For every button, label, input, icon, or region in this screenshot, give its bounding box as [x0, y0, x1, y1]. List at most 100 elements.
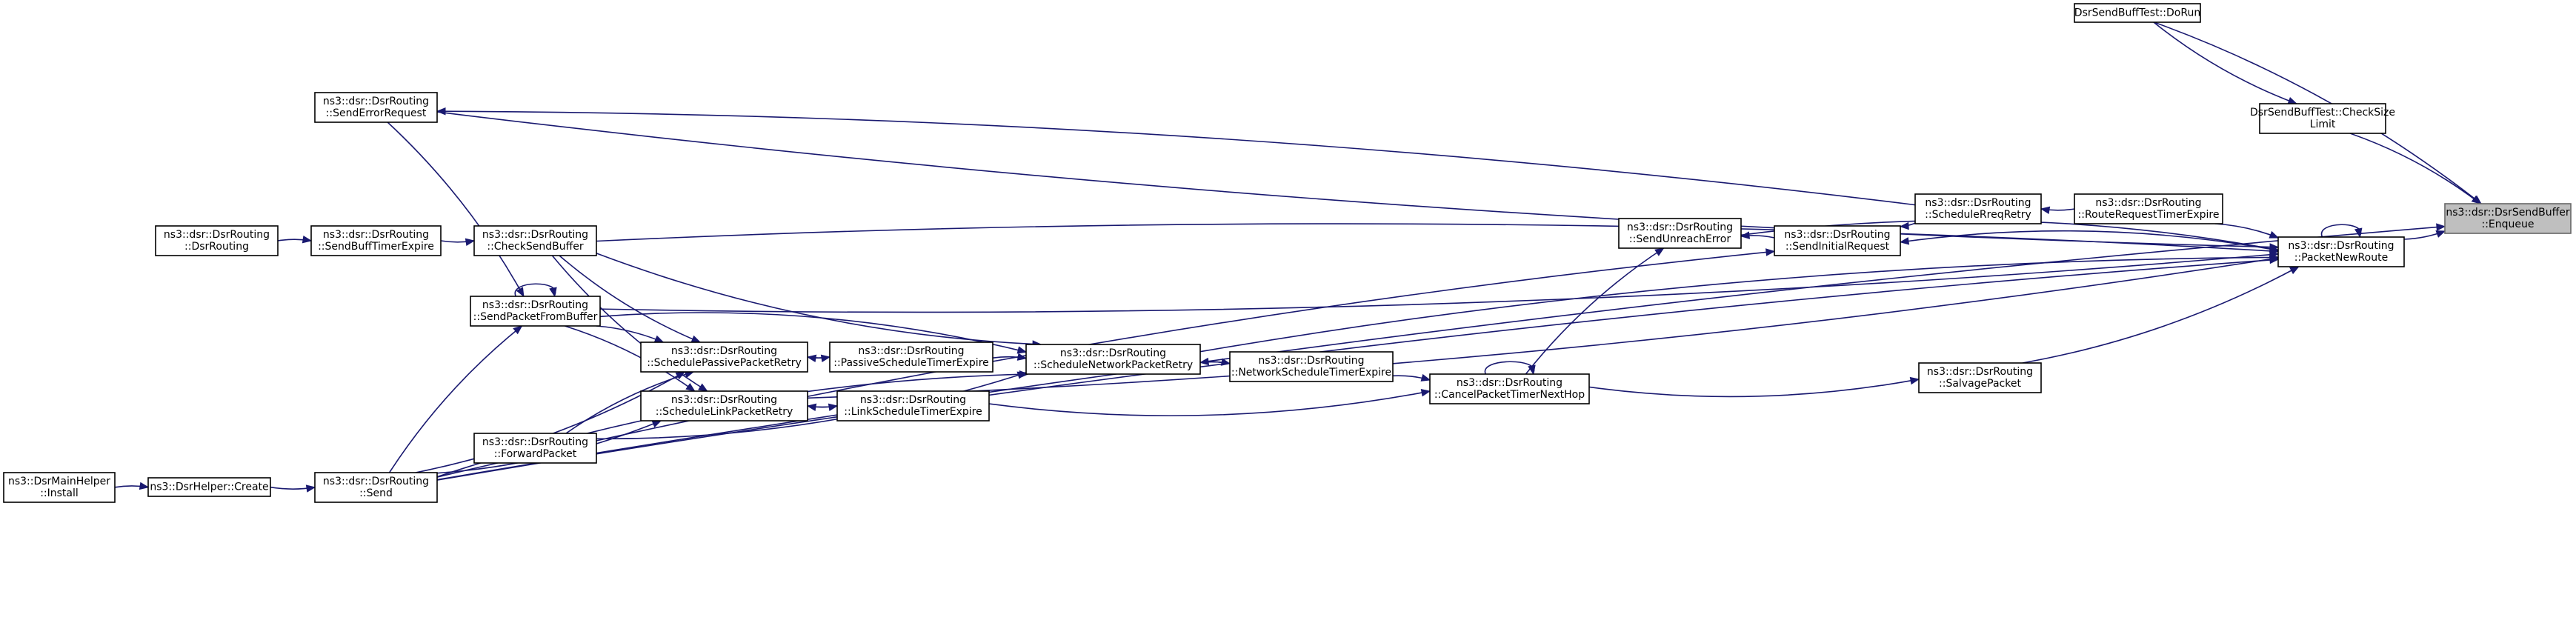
edge-senderrorrequest-to-sendpacketfrombuffer [387, 121, 525, 298]
arrowhead [1420, 373, 1431, 382]
arrowhead [436, 107, 446, 116]
node-label-line: ns3::dsr::DsrRouting [482, 229, 588, 241]
node-label-line: ::RouteRequestTimerExpire [2078, 209, 2220, 221]
node-salvagepacket[interactable]: ns3::dsr::DsrRouting::SalvagePacket [1918, 362, 2042, 393]
node-box [1918, 362, 2042, 393]
node-label-line: ns3::dsr::DsrRouting [671, 345, 777, 357]
node-sendpacketfrombuffer[interactable]: ns3::dsr::DsrRouting::SendPacketFromBuff… [470, 296, 601, 327]
arrowhead [1740, 231, 1751, 239]
node-label-line: ns3::dsr::DsrRouting [482, 436, 588, 448]
node-routerequesttimer[interactable]: ns3::dsr::DsrRouting::RouteRequestTimerE… [2074, 193, 2223, 224]
node-label-line: ::ScheduleRreqRetry [1925, 209, 2031, 221]
edge-checksendbuffer-to-schedulelink [551, 255, 708, 392]
arrowhead [1899, 221, 1909, 230]
node-box [1229, 351, 1394, 382]
edge-dsrmainhelper-to-dsrhelpercreate [114, 482, 150, 490]
edge-packetnewroute-to-packetnewroute [2320, 224, 2363, 239]
node-box [147, 477, 271, 497]
node-box [2259, 103, 2386, 134]
edge-dorun-to-checksize [2153, 21, 2298, 104]
arrowhead [465, 238, 476, 246]
edge-schedulenetwork-to-packetnewroute [1199, 253, 2280, 353]
arrowhead [1199, 357, 1210, 366]
node-box [1429, 373, 1590, 404]
node-box [1774, 225, 1901, 256]
node-box [2277, 236, 2405, 267]
edge-sendbufftimer-to-checksendbuffer [440, 238, 476, 246]
node-box [314, 92, 438, 123]
node-schedulelink[interactable]: ns3::dsr::DsrRouting::ScheduleLinkPacket… [640, 390, 808, 422]
arrowhead [806, 403, 817, 411]
arrowhead [302, 236, 313, 244]
node-label-line: ns3::dsr::DsrRouting [860, 394, 966, 406]
edge-routerequesttimer-to-schedulerreqretry [2040, 206, 2075, 214]
node-label-line: ns3::dsr::DsrRouting [671, 394, 777, 406]
edge-sendpacketfrombuffer-to-packetnewroute [599, 250, 2280, 313]
node-forwardpacket[interactable]: ns3::dsr::DsrRouting::ForwardPacket [473, 433, 597, 464]
arrowhead [1016, 346, 1028, 354]
arrowhead [2287, 97, 2298, 104]
arrowhead [2471, 195, 2482, 204]
node-label-line: ::SendBuffTimerExpire [318, 241, 434, 253]
node-label-line: DsrSendBuffTest::CheckSize [2250, 107, 2395, 119]
node-linkschedule[interactable]: ns3::dsr::DsrRouting::LinkScheduleTimerE… [836, 390, 990, 422]
node-sendinitialrequest[interactable]: ns3::dsr::DsrRouting::SendInitialRequest [1774, 225, 1901, 256]
node-cancelpackettimer[interactable]: ns3::dsr::DsrRouting::CancelPacketTimerN… [1429, 373, 1590, 404]
node-label-line: ns3::DsrHelper::Create [150, 482, 268, 493]
node-dorun[interactable]: DsrSendBuffTest::DoRun [2074, 3, 2201, 23]
edge-passiveschedule-to-schedulepassive [806, 354, 831, 362]
node-sendbufftimer[interactable]: ns3::dsr::DsrRouting::SendBuffTimerExpir… [310, 225, 442, 256]
edge-networkschedule-to-cancelpackettimer [1392, 373, 1431, 382]
node-label-line: DsrSendBuffTest::DoRun [2074, 7, 2200, 19]
node-box [473, 225, 597, 256]
edge-schedulerreqretry-to-senderrorrequest [436, 107, 1916, 206]
node-dsrhelpercreate[interactable]: ns3::DsrHelper::Create [147, 477, 271, 497]
node-passiveschedule[interactable]: ns3::dsr::DsrRouting::PassiveScheduleTim… [829, 342, 994, 373]
edge-cancelpackettimer-to-salvagepacket [1588, 376, 1920, 398]
node-label-line: ns3::dsr::DsrRouting [1258, 355, 1364, 367]
arrowhead [516, 287, 525, 298]
node-label-line: ::ScheduleNetworkPacketRetry [1034, 359, 1193, 371]
node-dsrrouting[interactable]: ns3::dsr::DsrRouting::DsrRouting [155, 225, 279, 256]
node-senderrorrequest[interactable]: ns3::dsr::DsrRouting::SendErrorRequest [314, 92, 438, 123]
arrowhead [2435, 230, 2446, 238]
node-label-line: ns3::dsr::DsrRouting [1784, 229, 1890, 241]
node-label-line: ::CheckSendBuffer [487, 241, 583, 253]
node-networkschedule[interactable]: ns3::dsr::DsrRouting::NetworkScheduleTim… [1229, 351, 1394, 382]
arrowhead [1016, 353, 1028, 361]
edge-cancelpackettimer-to-cancelpackettimer [1484, 361, 1536, 376]
node-box [155, 225, 279, 256]
node-box [829, 342, 994, 373]
arrowhead [1909, 376, 1920, 385]
node-label-line: ::SchedulePassivePacketRetry [647, 357, 802, 369]
edge-dsrhelpercreate-to-send [270, 484, 316, 493]
edge-packetnewroute-to-enqueue [2403, 230, 2446, 240]
arrowhead [806, 354, 817, 362]
arrowhead [1420, 389, 1431, 397]
arrowhead [139, 482, 150, 490]
node-label-line: ns3::DsrMainHelper [8, 476, 110, 487]
node-label-line: ns3::dsr::DsrRouting [323, 229, 429, 241]
arrowhead [2269, 256, 2280, 264]
node-schedulerreqretry[interactable]: ns3::dsr::DsrRouting::ScheduleRreqRetry [1914, 193, 2042, 224]
edge-networkschedule-to-schedulenetwork [1199, 357, 1231, 366]
node-box [3, 472, 116, 503]
edge-packetnewroute-to-sendinitialrequest [1899, 230, 2279, 251]
node-schedulepassive[interactable]: ns3::dsr::DsrRouting::SchedulePassivePac… [640, 342, 808, 373]
node-enqueue: ns3::dsr::DsrSendBuffer::Enqueue [2444, 203, 2572, 234]
arrowhead [549, 287, 557, 298]
node-checksendbuffer[interactable]: ns3::dsr::DsrRouting::CheckSendBuffer [473, 225, 597, 256]
node-box [473, 433, 597, 464]
node-label-line: ::Send [359, 487, 393, 499]
node-send[interactable]: ns3::dsr::DsrRouting::Send [314, 472, 438, 503]
node-dsrmainhelper[interactable]: ns3::DsrMainHelper::Install [3, 472, 116, 503]
node-box [836, 390, 990, 422]
node-label-line: ::LinkScheduleTimerExpire [844, 406, 982, 418]
node-packetnewroute[interactable]: ns3::dsr::DsrRouting::PacketNewRoute [2277, 236, 2405, 267]
edge-sendpacketfrombuffer-to-sendpacketfrombuffer [514, 283, 557, 298]
node-sendunreacherror[interactable]: ns3::dsr::DsrRouting::SendUnreachError [1618, 218, 1742, 249]
node-schedulenetwork[interactable]: ns3::dsr::DsrRouting::ScheduleNetworkPac… [1025, 344, 1201, 375]
arrowhead [1019, 370, 1029, 379]
edge-sendpacketfrombuffer-to-schedulepassive [596, 325, 665, 343]
